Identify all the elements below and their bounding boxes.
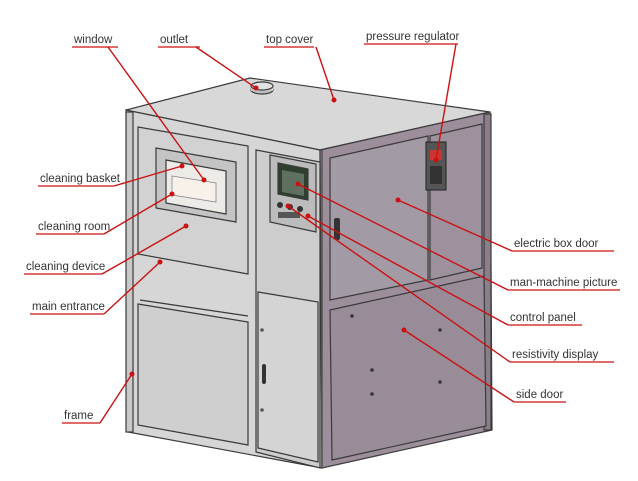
leader-lines [24, 43, 620, 424]
lower-front-door [137, 303, 249, 446]
machine-body [125, 77, 493, 469]
label-cleaning-basket: cleaning basket [40, 173, 121, 185]
labels: window outlet top cover pressure regulat… [26, 31, 617, 422]
label-main-entrance: main entrance [32, 301, 105, 313]
label-cleaning-room: cleaning room [38, 221, 110, 233]
cleaning-basket-shape [171, 175, 217, 203]
label-window: window [73, 34, 113, 46]
label-man-machine-picture: man-machine picture [510, 277, 617, 289]
label-frame: frame [64, 410, 93, 422]
label-control-panel: control panel [510, 312, 576, 324]
label-resistivity-display: resistivity display [512, 349, 599, 361]
label-pressure-regulator: pressure regulator [366, 31, 459, 43]
control-lower-door [257, 291, 319, 463]
label-side-door: side door [516, 389, 563, 401]
label-electric-box-door: electric box door [514, 238, 599, 250]
label-top-cover: top cover [266, 34, 313, 46]
electric-box-door-panel [329, 135, 429, 301]
side-door-panel [329, 275, 487, 461]
label-cleaning-device: cleaning device [26, 261, 105, 273]
label-outlet: outlet [160, 34, 189, 46]
